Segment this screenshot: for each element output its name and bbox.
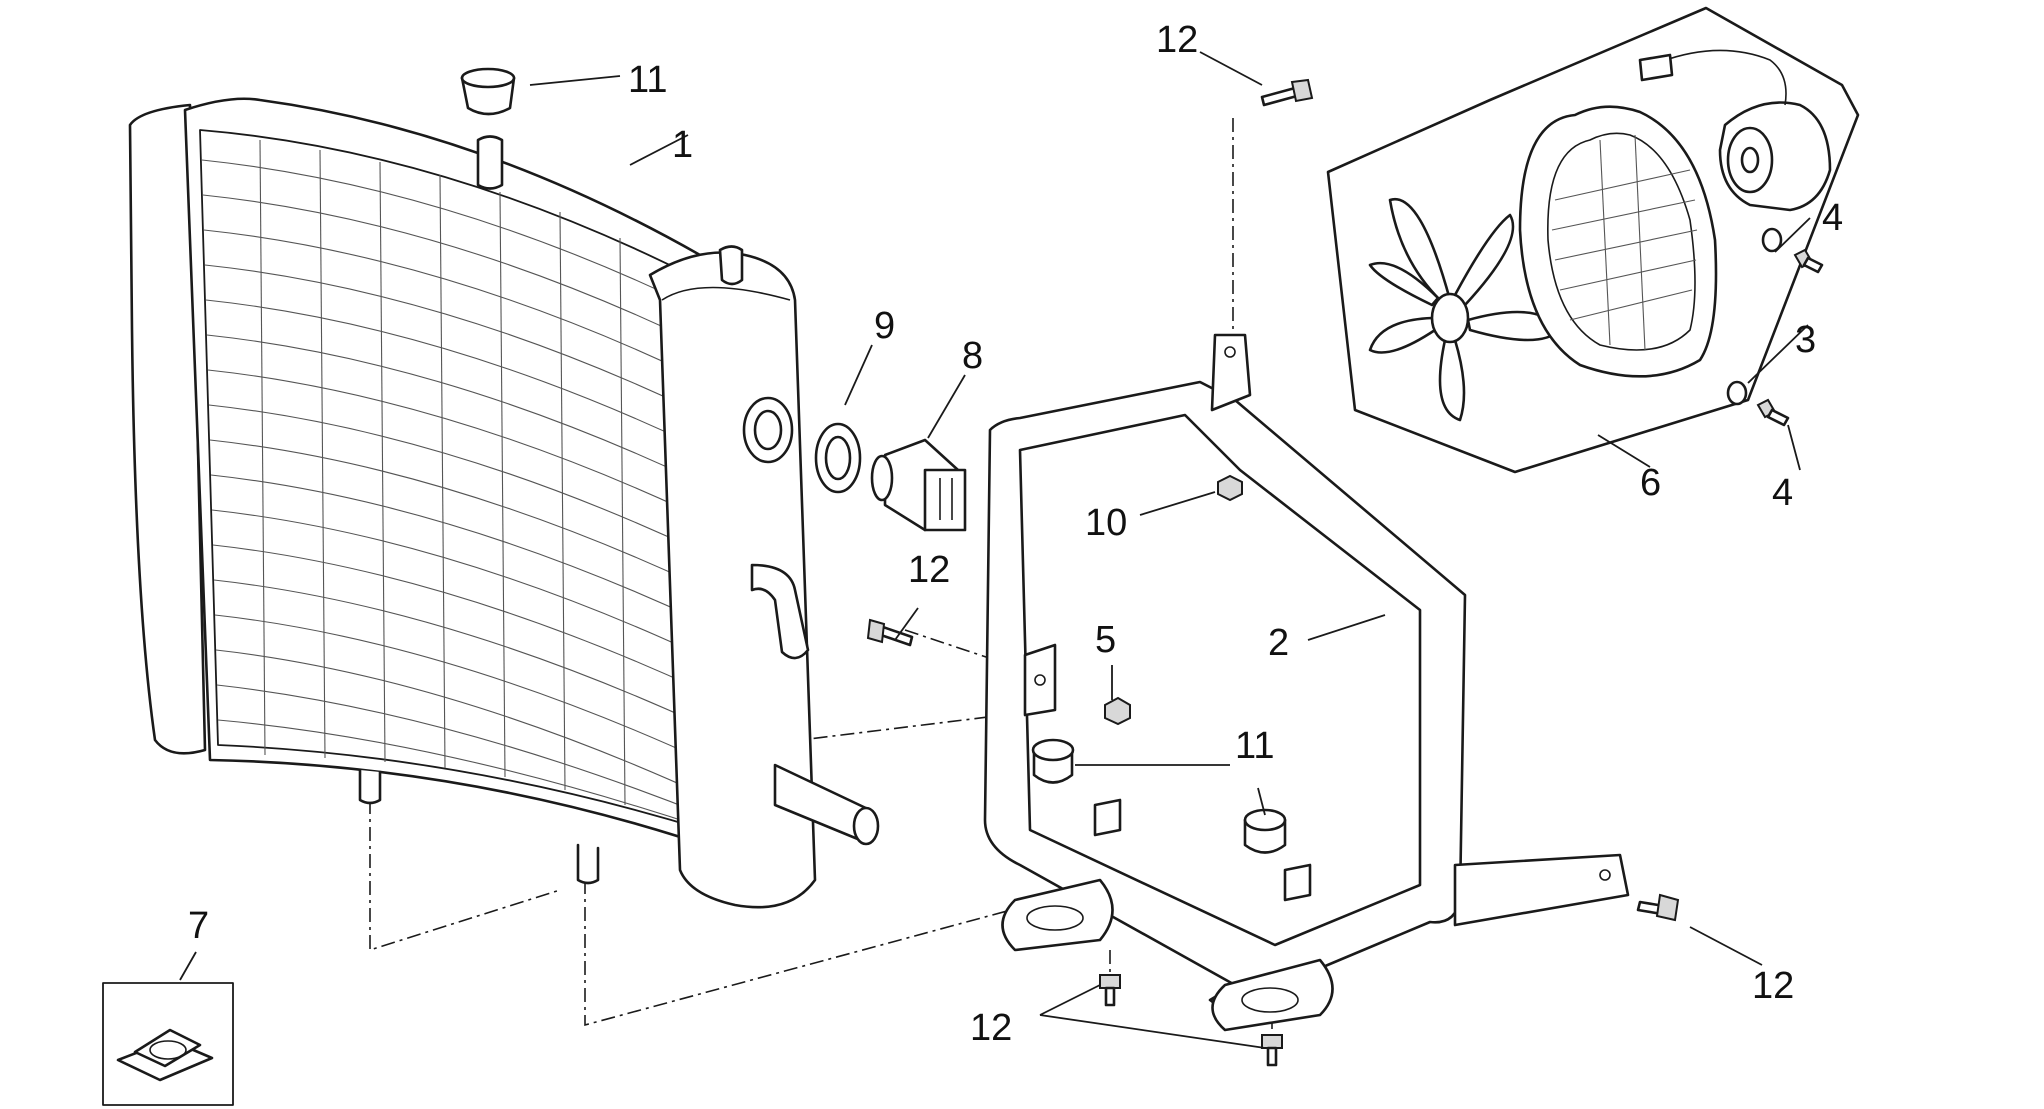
nuts [1104,474,1243,726]
cap-top [460,67,516,116]
thermoswitch [870,438,967,532]
fan-assembly [1326,6,1860,474]
callout-12-left: 12 [908,549,950,591]
callout-9: 9 [874,305,895,347]
washer [814,422,862,494]
callout-8: 8 [962,335,983,377]
callout-5: 5 [1095,619,1116,661]
clip-detail [102,982,234,1106]
callout-4-top: 4 [1822,197,1843,239]
callout-7: 7 [188,905,209,947]
shroud-grille [1551,134,1698,351]
callout-10: 10 [1085,502,1127,544]
callout-1: 1 [672,124,693,166]
callout-12-right: 12 [1752,965,1794,1007]
callout-6: 6 [1640,462,1661,504]
callout-12-bottom: 12 [970,1007,1012,1049]
callout-2: 2 [1268,622,1289,664]
screws [866,78,1680,1067]
bracket-frame [983,333,1630,1032]
bushings [1031,738,1287,854]
callout-labels: 11 1 12 9 8 10 12 5 2 11 6 4 3 4 12 7 12 [188,19,1843,1049]
callout-12-top: 12 [1156,19,1198,61]
fan-blades [1368,197,1562,422]
callout-11-bottom: 11 [1235,725,1274,767]
callout-3: 3 [1795,319,1816,361]
fan-fasteners [1726,227,1824,427]
callout-4-bottom: 4 [1772,472,1793,514]
radiator-core-mesh [201,139,706,829]
callout-11-top: 11 [628,59,667,101]
leader-lines [179,51,1811,1049]
radiator [128,97,880,909]
